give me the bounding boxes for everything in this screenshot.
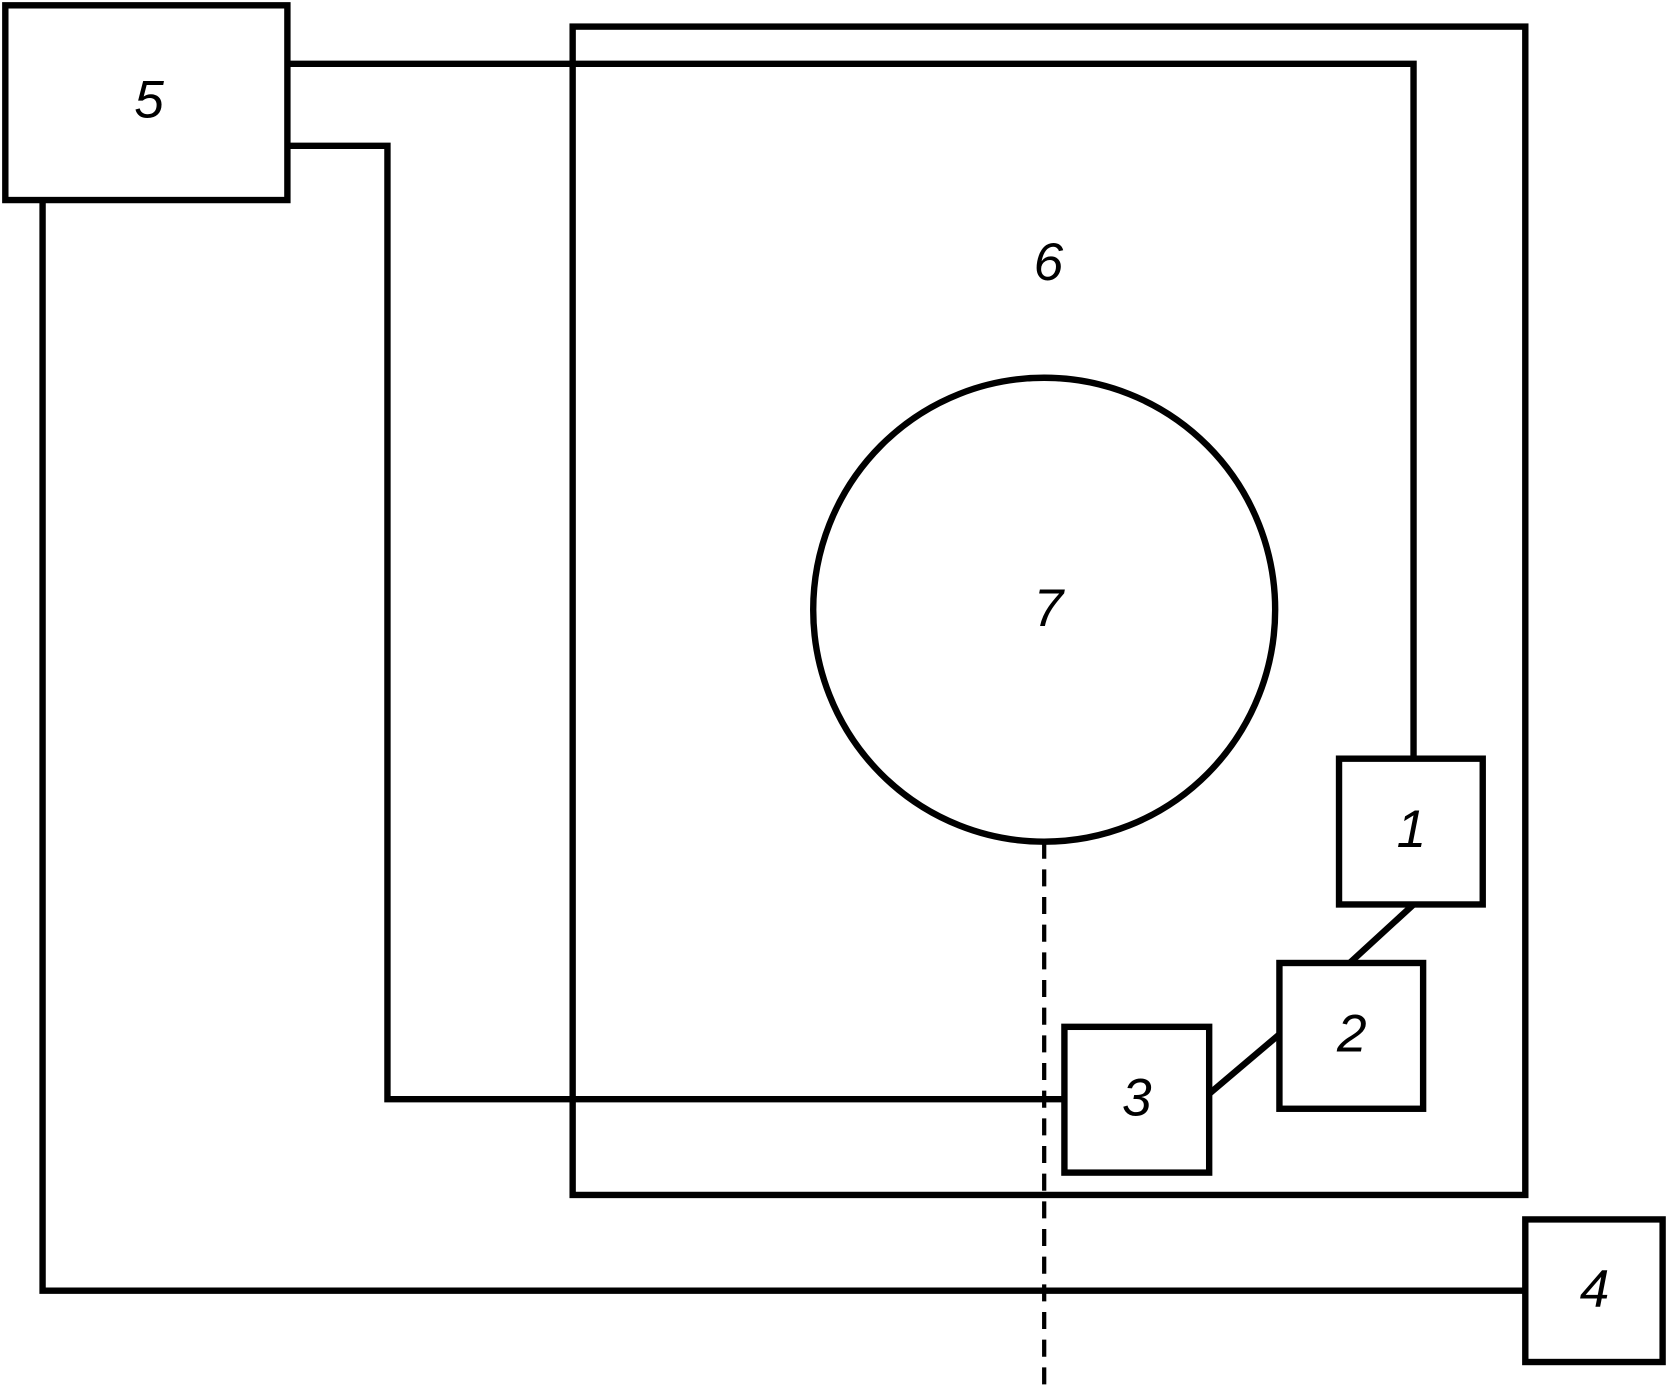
circle-7-label: 7 — [1034, 579, 1066, 638]
block-4-label: 4 — [1580, 1260, 1610, 1319]
block-2-label: 2 — [1336, 1005, 1367, 1064]
block-3 — [1061, 1023, 1213, 1176]
connection-1-to-2 — [1347, 902, 1416, 966]
connection-5-to-4 — [39, 200, 1526, 1294]
region-6-label: 6 — [1034, 233, 1064, 292]
region-6-frame — [569, 23, 1529, 1199]
connection-3-to-2 — [1207, 1031, 1282, 1097]
connection-5-to-1 — [287, 60, 1417, 759]
connection-5-to-3 — [287, 142, 1065, 1103]
block-3-label: 3 — [1122, 1068, 1152, 1127]
block-5-label: 5 — [134, 70, 164, 129]
block-5 — [2, 2, 291, 204]
block-1-label: 1 — [1397, 800, 1427, 859]
block-4 — [1522, 1216, 1666, 1366]
